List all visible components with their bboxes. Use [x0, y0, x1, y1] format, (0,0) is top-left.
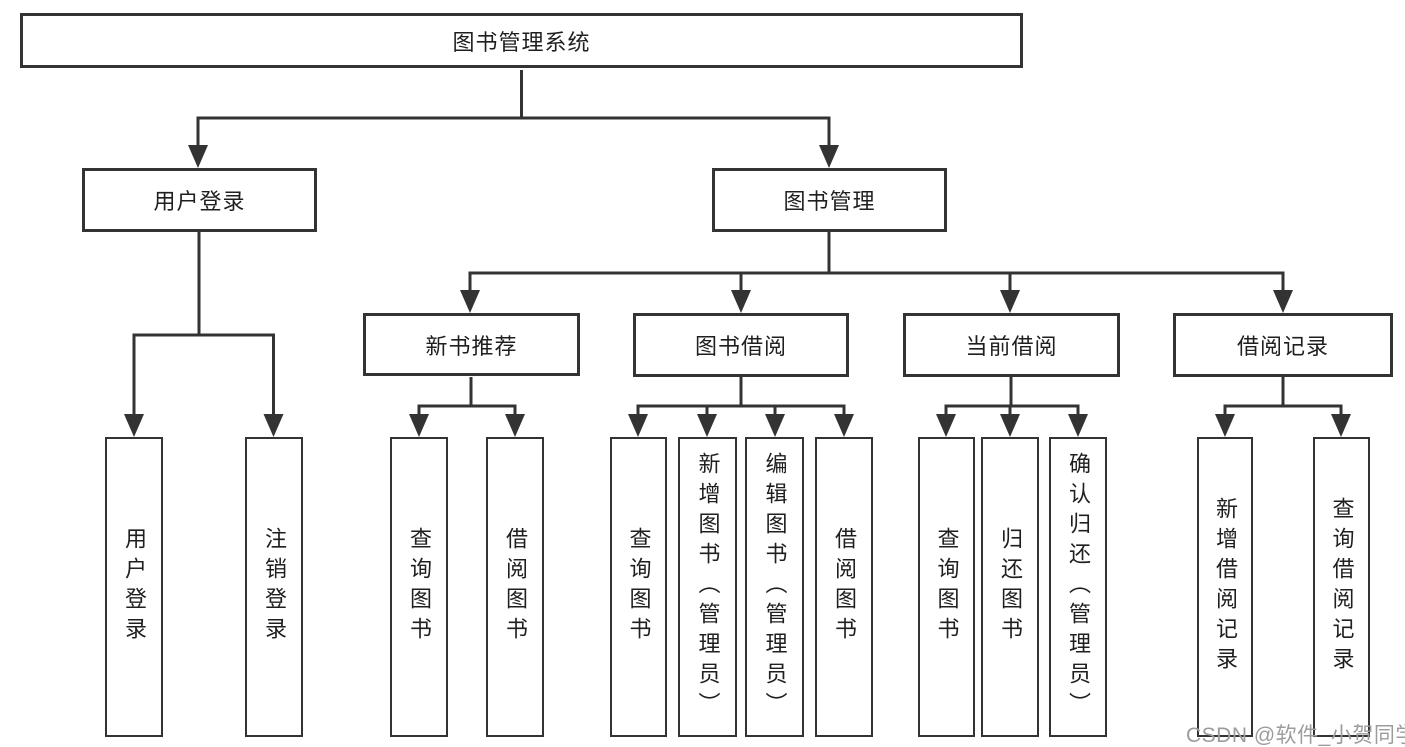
node-borrow-record: 借阅记录	[1173, 313, 1393, 377]
leaf-confirm-return-admin: 确认归还（管理员）	[1049, 437, 1107, 737]
node-new-book-recommend: 新书推荐	[363, 313, 580, 376]
node-user-login: 用户登录	[82, 168, 317, 232]
leaf-query-borrow-record: 查询借阅记录	[1313, 437, 1370, 737]
leaf-user-login: 用户登录	[105, 437, 163, 737]
leaf-add-books-admin: 新增图书（管理员）	[678, 437, 737, 737]
leaf-borrow-books: 借阅图书	[815, 437, 873, 737]
node-root: 图书管理系统	[20, 13, 1023, 68]
watermark-text: CSDN @软件_小贺同学	[1186, 724, 1405, 747]
leaf-query-books-borrow: 查询图书	[610, 437, 667, 737]
leaf-query-books-recommend: 查询图书	[390, 437, 448, 737]
node-current-borrow: 当前借阅	[903, 313, 1120, 377]
node-book-management: 图书管理	[712, 168, 947, 232]
leaf-return-books: 归还图书	[981, 437, 1039, 737]
leaf-edit-books-admin: 编辑图书（管理员）	[745, 437, 804, 737]
leaf-logout: 注销登录	[245, 437, 303, 737]
leaf-query-books-current: 查询图书	[918, 437, 975, 737]
node-book-borrow: 图书借阅	[633, 313, 849, 377]
leaf-add-borrow-record: 新增借阅记录	[1197, 437, 1253, 737]
leaf-borrow-books-recommend: 借阅图书	[486, 437, 544, 737]
